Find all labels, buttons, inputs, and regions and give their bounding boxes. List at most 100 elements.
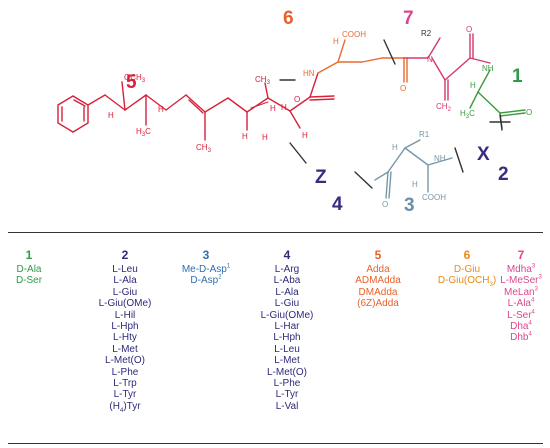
atom-nh-ala: NH (482, 64, 494, 73)
variant-item: Me-D-Asp1 (181, 263, 231, 275)
variant-item: L-MeSer3 (500, 275, 542, 287)
region-label-1: 1 (512, 66, 523, 87)
variant-item: L-Arg (274, 264, 300, 275)
variant-item: L-Met (112, 343, 138, 355)
region-label-z: Z (315, 167, 327, 188)
atom-h-adda-4: H (270, 104, 276, 113)
column-header: 3 (202, 248, 210, 262)
variant-item: L-Leu (112, 264, 138, 275)
variant-item: L-Hph (111, 320, 139, 332)
atom-o-ala: O (526, 108, 532, 117)
variant-item: L-Aba (273, 275, 301, 287)
variant-item: Dha4 (510, 320, 532, 332)
microcystin-structure-diagram: 5 6 7 1 2 3 4 X Z COOH H HN O R2 N O CH2… (57, 8, 532, 216)
variant-item: L-Ala4 (507, 297, 535, 310)
region-label-3: 3 (404, 195, 415, 216)
atom-h3c-ala: H3C (460, 109, 475, 120)
variant-item: L-Giu(OMe) (260, 309, 314, 321)
variant-item: L-Phe (111, 366, 139, 378)
atom-r1: R1 (419, 130, 430, 139)
variant-item: L-Trp (113, 377, 137, 389)
variant-item: L-Ser4 (507, 309, 535, 321)
atom-o-adda: O (294, 95, 300, 104)
variant-item: L-Met (274, 355, 300, 367)
truncation-marks (279, 39, 511, 189)
variant-item: Mdha3 (506, 263, 536, 275)
table-top-rule (8, 232, 543, 233)
variant-item: L-Har (274, 320, 300, 332)
atom-ch2: CH2 (436, 102, 452, 113)
variant-item: L-Hil (114, 309, 136, 321)
atom-h-adda-5: H (262, 133, 268, 142)
column-header: 5 (374, 248, 382, 262)
column-header: 2 (121, 248, 129, 262)
variant-item: L-Met(O) (266, 366, 307, 378)
variant-item: (6Z)Adda (357, 298, 399, 310)
region-label-7: 7 (403, 8, 414, 29)
atom-h-asp-2: H (412, 180, 418, 189)
variant-item: L-Tyr (275, 389, 299, 401)
variant-item: D-Asp2 (190, 275, 222, 287)
atom-hn-glu: HN (303, 69, 315, 78)
atom-cooh-bottom: COOH (422, 193, 446, 202)
variant-item: D-Giu(OCH3) (437, 275, 497, 289)
atom-h-adda-2: H (158, 105, 164, 114)
asp-residue-bonds (374, 139, 453, 199)
atom-n-mdha: N (427, 55, 433, 64)
region-label-4: 4 (332, 194, 343, 215)
variant-item: L-Met(O) (104, 355, 145, 367)
variant-item: D-Ser (15, 275, 43, 287)
variant-item: L-Tyr (113, 389, 137, 401)
region-label-5: 5 (126, 72, 137, 93)
atom-cooh-top: COOH (342, 30, 366, 39)
atom-ch3-adda-1: CH3 (196, 143, 212, 154)
atom-h-glu: H (333, 37, 339, 46)
variant-item: D-Giu (453, 264, 481, 275)
ala-residue-bonds (469, 69, 526, 129)
variant-item: DMAdda (358, 286, 398, 298)
mdha-residue-bonds (403, 33, 491, 101)
region-label-x: X (477, 144, 490, 165)
atom-r2: R2 (421, 29, 432, 38)
variant-item: Adda (366, 264, 390, 275)
column-header: 6 (463, 248, 471, 262)
column-header: 1 (25, 248, 33, 262)
variant-item: (H4)Tyr (109, 400, 141, 414)
region-label-6: 6 (283, 8, 294, 29)
atom-h-ala: H (470, 81, 476, 90)
table-bottom-rule (8, 443, 543, 444)
atom-o-glu: O (400, 84, 406, 93)
variant-item: L-Hph (273, 332, 301, 344)
variant-item: L-Leu (274, 343, 300, 355)
variant-item: L-Val (275, 400, 299, 412)
variant-item: L-Ala (275, 286, 299, 298)
variant-item: L-Hty (113, 332, 137, 344)
atom-h-adda-1: H (108, 111, 114, 120)
atom-h3c-adda: H3C (136, 127, 151, 138)
variant-item: L-Ala (113, 275, 137, 287)
atom-nh-adda: H (302, 131, 308, 140)
column-header: 7 (517, 248, 525, 262)
atom-h-adda-3: H (242, 132, 248, 141)
variant-item: Dhb4 (510, 332, 532, 344)
column-header: 4 (283, 248, 291, 262)
adda-residue-bonds (57, 72, 335, 141)
variant-item: D-Ala (16, 264, 42, 275)
region-label-2: 2 (498, 164, 509, 185)
atom-nh-asp: NH (434, 154, 446, 163)
atom-ch3-adda-2: CH3 (255, 75, 271, 86)
variant-item: L-Phe (273, 377, 301, 389)
